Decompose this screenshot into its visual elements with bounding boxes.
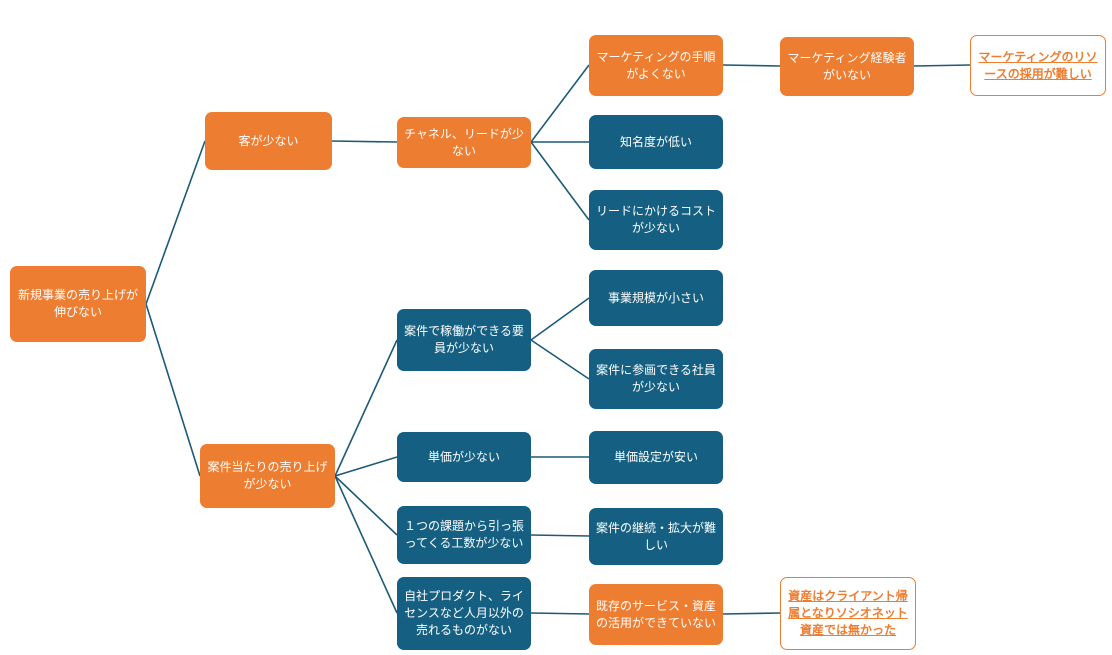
connector bbox=[530, 612, 590, 615]
connector bbox=[722, 64, 781, 67]
connector bbox=[913, 64, 971, 67]
node-hard-to-continue-expand[interactable]: 案件の継続・拡大が難しい bbox=[589, 508, 723, 565]
connector bbox=[722, 612, 781, 615]
node-few-available-staff[interactable]: 案件で稼働ができる要員が少ない bbox=[397, 309, 531, 371]
connector bbox=[530, 534, 590, 537]
connector bbox=[145, 140, 206, 305]
node-few-customers[interactable]: 客が少ない bbox=[205, 112, 332, 170]
node-marketing-hiring-difficult[interactable]: マーケティングのリソースの採用が難しい bbox=[970, 35, 1106, 96]
node-low-lead-cost[interactable]: リードにかけるコストが少ない bbox=[589, 190, 723, 250]
node-cheap-unit-pricing[interactable]: 単価設定が安い bbox=[589, 431, 723, 484]
node-bad-marketing-process[interactable]: マーケティングの手順がよくない bbox=[589, 35, 723, 96]
node-low-sales-per-project[interactable]: 案件当たりの売り上げが少ない bbox=[200, 444, 335, 508]
node-low-unit-price[interactable]: 単価が少ない bbox=[397, 432, 531, 482]
node-few-manhours-per-issue[interactable]: １つの課題から引っ張ってくる工数が少ない bbox=[397, 506, 531, 564]
node-sales-not-growing[interactable]: 新規事業の売り上げが伸びない bbox=[10, 266, 146, 342]
connector bbox=[334, 475, 398, 614]
connector bbox=[530, 297, 590, 341]
node-small-business-scale[interactable]: 事業規模が小さい bbox=[589, 270, 723, 326]
node-assets-client-owned[interactable]: 資産はクライアント帰属となりソシオネット資産では無かった bbox=[780, 577, 916, 650]
connector bbox=[145, 303, 201, 477]
connector bbox=[530, 141, 590, 221]
node-assets-not-utilized[interactable]: 既存のサービス・資産の活用ができていない bbox=[589, 584, 723, 645]
connector bbox=[334, 475, 398, 536]
connector bbox=[331, 140, 398, 143]
connector bbox=[530, 64, 590, 143]
connector bbox=[530, 339, 590, 380]
node-nothing-sellable-besides-manmonths[interactable]: 自社プロダクト、ライセンスなど人月以外の売れるものがない bbox=[397, 577, 531, 650]
node-low-awareness[interactable]: 知名度が低い bbox=[589, 115, 723, 169]
connector bbox=[334, 339, 398, 477]
node-few-participating-employees[interactable]: 案件に参画できる社員が少ない bbox=[589, 349, 723, 409]
connector bbox=[334, 456, 398, 477]
node-few-channels-leads[interactable]: チャネル、リードが少ない bbox=[397, 117, 531, 168]
node-no-marketing-experts[interactable]: マーケティング経験者がいない bbox=[780, 37, 914, 96]
